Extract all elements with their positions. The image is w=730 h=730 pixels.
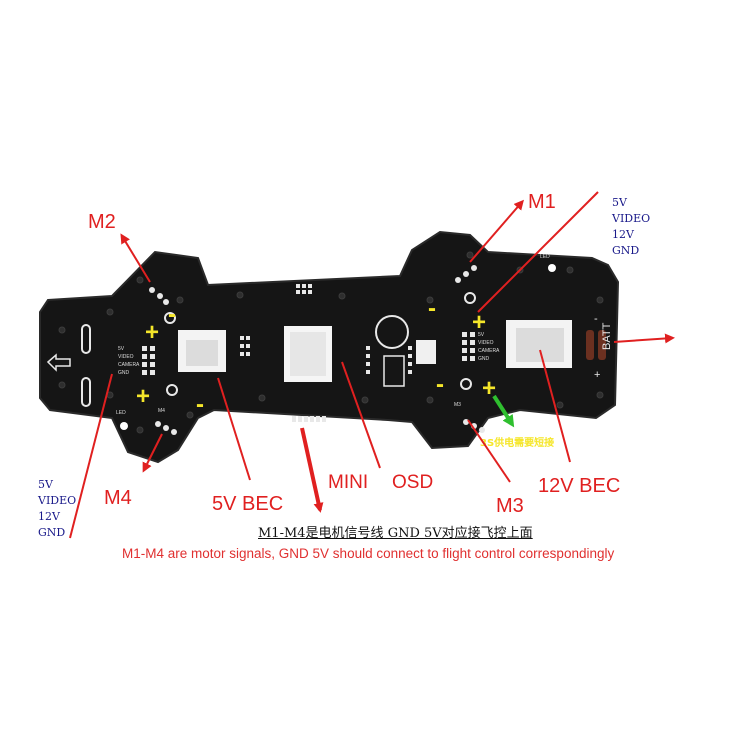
svg-text:5V: 5V: [38, 478, 54, 491]
left-slot-top: [81, 324, 91, 354]
batt-pad-1: [586, 330, 594, 360]
capacitor-outline: [375, 315, 409, 349]
batt-pad-2: [598, 330, 606, 360]
svg-text:GND: GND: [38, 526, 65, 539]
label-5v-bec: 5V BEC: [212, 493, 283, 515]
label-12v-bec: 12V BEC: [538, 475, 620, 497]
label-m1: M1: [528, 191, 556, 213]
left-pad-block: [142, 346, 155, 375]
3s-short-note: 3S供电需要短接: [480, 436, 554, 449]
right-led-label: LED: [540, 254, 550, 260]
green-arrow-icon: [492, 394, 515, 428]
label-m3: M3: [496, 495, 524, 517]
label-mini: MINI: [328, 472, 368, 493]
left-pad-labels: 5V VIDEO CAMERA GND: [118, 346, 140, 376]
svg-text:12V: 12V: [612, 228, 635, 241]
svg-text:+: +: [145, 319, 159, 346]
svg-text:GND: GND: [118, 370, 130, 376]
mounting-holes: [58, 251, 604, 434]
right-pad-labels: 5V VIDEO CAMERA GND: [478, 332, 500, 362]
left-slot-bottom: [81, 377, 91, 407]
right-pad-block: [462, 332, 475, 361]
left-led-label: LED: [116, 410, 126, 416]
caption-chinese: M1-M4是电机信号线 GND 5V对应接飞控上面: [258, 526, 533, 541]
osd-down-arrow: [300, 427, 324, 513]
m1-pads: [455, 265, 477, 304]
svg-text:+: +: [472, 309, 486, 336]
svg-text:VIDEO: VIDEO: [478, 340, 494, 346]
m2-pads: [149, 287, 176, 324]
svg-text:12V: 12V: [38, 510, 61, 523]
osd-chip-outline: [383, 355, 405, 387]
svg-text:-: -: [436, 371, 444, 398]
svg-text:VIDEO: VIDEO: [118, 354, 134, 360]
right-led-icon: [548, 264, 556, 272]
svg-text:VIDEO: VIDEO: [611, 212, 650, 225]
label-osd: OSD: [392, 472, 433, 493]
left-direction-arrow-icon: [46, 353, 71, 372]
svg-text:GND: GND: [478, 356, 490, 362]
svg-text:GND: GND: [612, 244, 639, 257]
svg-text:+: +: [482, 375, 496, 402]
annotation-arrows: [69, 191, 675, 539]
batt-label: BATT: [601, 322, 613, 350]
svg-text:5V: 5V: [118, 346, 125, 352]
polarity-marks: + - + - - + - +: [136, 295, 496, 418]
label-m4: M4: [104, 487, 132, 509]
white-pad: [416, 340, 436, 364]
label-m2: M2: [88, 211, 116, 233]
m4-silk-label: M4: [158, 408, 165, 414]
m4-pads: [155, 384, 178, 435]
caption-english: M1-M4 are motor signals, GND 5V should c…: [122, 546, 615, 561]
svg-text:CAMERA: CAMERA: [118, 362, 140, 368]
svg-text:5V: 5V: [612, 196, 628, 209]
svg-text:-: -: [196, 391, 204, 418]
svg-text:-: -: [428, 295, 436, 322]
pin-list-right: 5V VIDEO 12V GND: [611, 196, 650, 257]
pin-list-left: 5V VIDEO 12V GND: [37, 478, 76, 539]
bottom-header-pins: [292, 416, 326, 422]
svg-text:-: -: [168, 301, 176, 328]
svg-text:5V: 5V: [478, 332, 485, 338]
svg-text:CAMERA: CAMERA: [478, 348, 500, 354]
m3-silk-label: M3: [454, 402, 461, 408]
batt-plus: +: [594, 369, 600, 381]
svg-text:VIDEO: VIDEO: [37, 494, 76, 507]
osd-side-pins: [366, 346, 412, 374]
batt-minus: -: [594, 313, 598, 325]
center-chip-pins: [240, 284, 312, 356]
svg-text:+: +: [136, 383, 150, 410]
left-led-icon: [120, 422, 128, 430]
